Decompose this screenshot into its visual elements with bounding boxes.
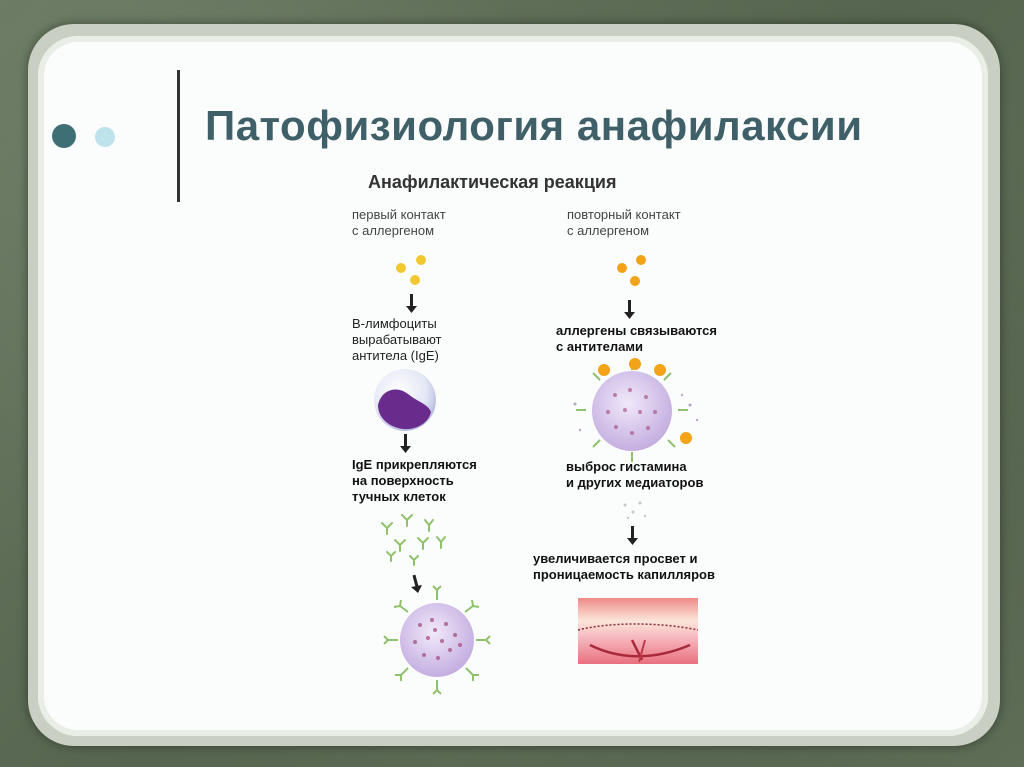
arrow-left-2: [400, 434, 411, 453]
flow-arrows: [400, 294, 638, 593]
capillary-icon: [578, 598, 698, 664]
mast-cell-with-ige-icon: [384, 586, 490, 694]
mast-cell-degranulation-icon: [574, 358, 699, 462]
antibodies-icon: [382, 515, 445, 565]
histamine-particles-icon: [624, 502, 647, 520]
arrow-left-1: [406, 294, 417, 313]
b-lymphocyte-icon: [374, 369, 436, 431]
arrow-left-3: [411, 575, 422, 593]
allergen-cluster-right: [617, 255, 646, 286]
arrow-right-2: [627, 526, 638, 545]
allergen-cluster-left: [396, 255, 426, 285]
arrow-right-1: [624, 300, 635, 319]
